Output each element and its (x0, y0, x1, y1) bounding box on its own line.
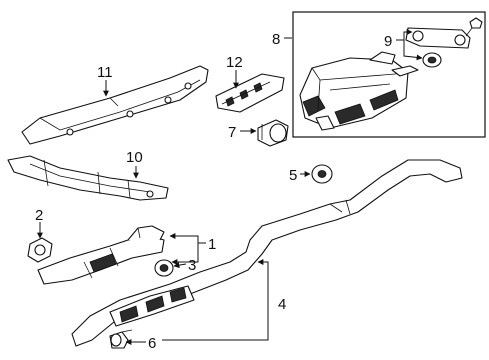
heat-shield-12 (215, 73, 285, 113)
leader-lines (37, 29, 423, 345)
gasket-2 (27, 237, 53, 263)
heat-shield-11 (21, 65, 209, 145)
clamp-6 (109, 329, 133, 349)
callout-5: 5 (289, 167, 297, 184)
callout-9: 9 (384, 33, 392, 50)
callout-2: 2 (35, 207, 43, 224)
muffler-hanger-bracket (405, 27, 471, 49)
insulator-9 (422, 52, 442, 68)
callout-6: 6 (148, 335, 156, 352)
insulator-3 (154, 259, 174, 277)
intermediate-pipe-4 (71, 159, 463, 347)
rear-muffler (299, 51, 419, 131)
callout-3: 3 (188, 257, 196, 274)
callout-8: 8 (272, 31, 280, 48)
callout-labels: 1 2 3 4 5 6 7 8 9 10 11 12 (35, 31, 392, 352)
callout-11: 11 (97, 64, 113, 81)
callout-12: 12 (226, 54, 243, 71)
callout-7: 7 (228, 124, 236, 141)
underbody-shield-10 (7, 155, 169, 201)
clamp-7 (257, 119, 289, 147)
bolt (465, 17, 483, 37)
callout-1: 1 (208, 236, 216, 253)
callout-10: 10 (126, 149, 143, 166)
insulator-5 (311, 164, 333, 184)
catalytic-converter-1 (37, 225, 165, 285)
callout-4: 4 (278, 296, 286, 313)
